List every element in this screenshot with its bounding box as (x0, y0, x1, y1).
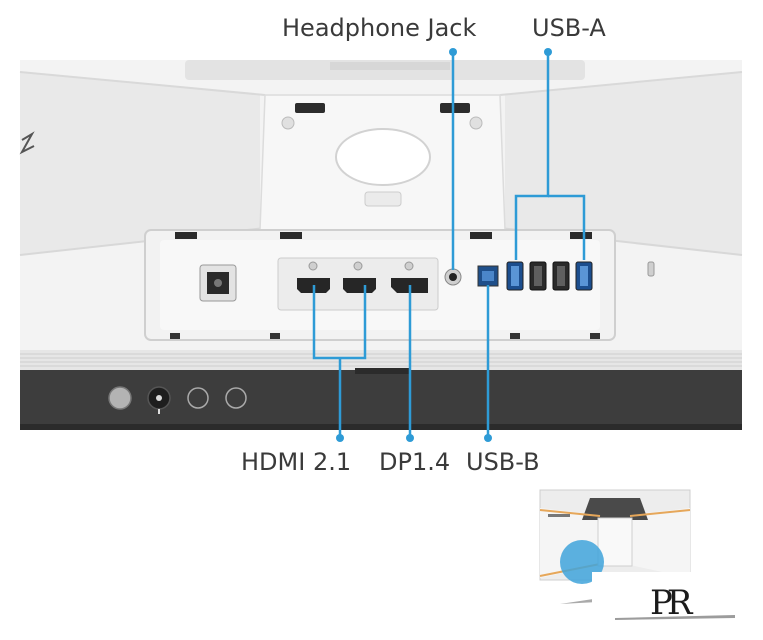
headphone-jack-label: Headphone Jack (282, 14, 477, 42)
hdmi-label: HDMI 2.1 (241, 448, 352, 476)
usb-b-label: USB-B (466, 448, 540, 476)
shell-panel-left (20, 72, 260, 255)
usb-a-label: USB-A (532, 14, 606, 42)
control-button-2 (187, 387, 209, 409)
stand-hole (335, 128, 431, 186)
control-button-3 (225, 387, 247, 409)
ribbed-strip (20, 350, 742, 370)
bottom-bezel (20, 370, 742, 428)
dp-label: DP1.4 (379, 448, 451, 476)
leader-lines (312, 52, 586, 440)
shell-panel-right (505, 72, 742, 255)
lock-slot (647, 261, 655, 277)
control-button-1 (108, 386, 132, 410)
watermark-underline (615, 615, 735, 620)
brand-mark-icon (19, 131, 35, 155)
inset-thumbnail (539, 489, 691, 584)
hdmi-port-2 (343, 278, 376, 293)
